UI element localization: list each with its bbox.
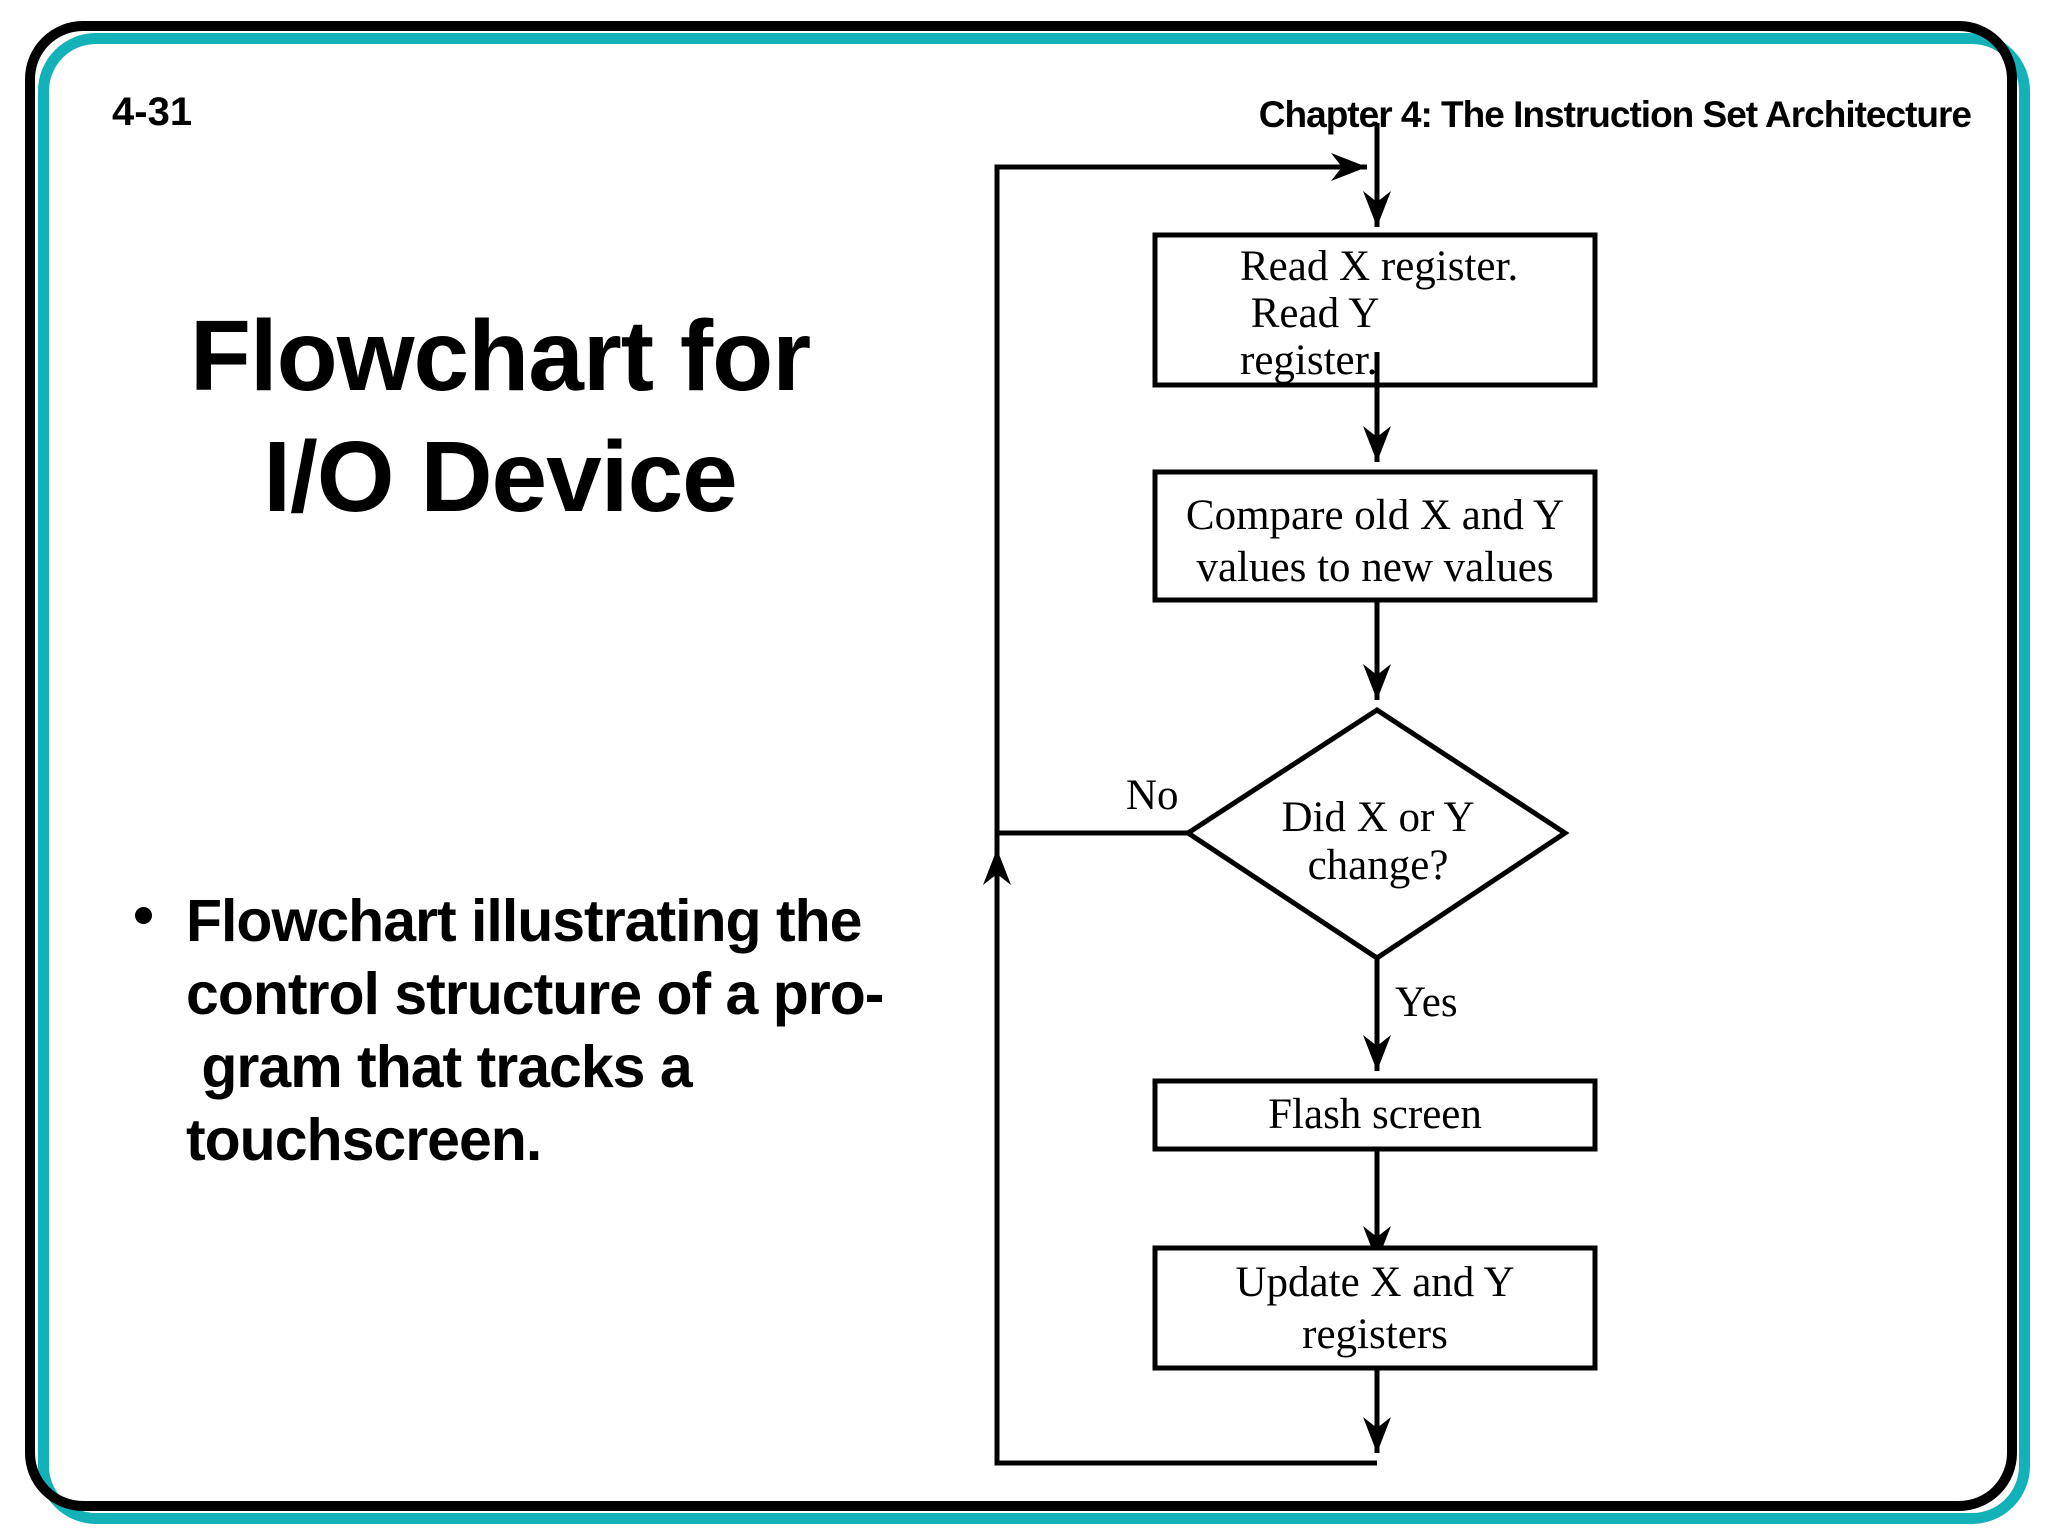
flash-line: Flash screen	[1268, 1091, 1482, 1138]
read-line: register.	[1240, 337, 1378, 384]
read-line: Read Y	[1240, 290, 1380, 337]
slide-number: 4-31	[112, 90, 193, 134]
update-line: registers	[1302, 1311, 1448, 1358]
decision-yes-label: Yes	[1395, 979, 1458, 1026]
compare-line: values to new values	[1196, 544, 1554, 591]
update-line: Update X and Y	[1235, 1259, 1515, 1306]
decision-line: Did X or Y	[1281, 794, 1475, 841]
loop-path	[994, 153, 1377, 1466]
page-title: Flowchart for I/O Device	[120, 296, 880, 538]
flow-diamond-decision	[1183, 707, 1570, 961]
flow-node-read-label: Read X register. Read Y register.	[1240, 243, 1600, 384]
page-title-line1: Flowchart for	[189, 300, 811, 412]
flow-node-compare-label: Compare old X and Y values to new values	[1157, 490, 1593, 594]
bullet-icon	[135, 907, 152, 924]
read-line: Read X register.	[1240, 243, 1519, 290]
bullet-paragraph: Flowchart illustrating the control struc…	[186, 885, 1006, 1177]
flow-node-update-label: Update X and Y registers	[1157, 1257, 1593, 1361]
bullet-line: control structure of a pro-	[186, 961, 884, 1027]
bullet-line: Flowchart illustrating the	[186, 888, 863, 954]
flow-node-decision-label: Did X or Y change?	[1188, 794, 1568, 890]
bullet-line: gram that tracks a	[186, 1034, 692, 1100]
bullet-line: touchscreen.	[186, 1107, 542, 1173]
slide-border-teal	[38, 33, 2030, 1524]
flow-box-update	[1152, 1245, 1598, 1371]
decision-line: change?	[1307, 842, 1449, 889]
flow-box-flash	[1152, 1078, 1598, 1152]
page-title-line2: I/O Device	[263, 421, 738, 533]
decision-no-label: No	[1126, 772, 1179, 819]
slide-border-black	[25, 21, 2017, 1511]
flow-node-flash-label: Flash screen	[1157, 1089, 1593, 1141]
flow-box-compare	[1152, 469, 1598, 603]
compare-line: Compare old X and Y	[1185, 492, 1565, 539]
